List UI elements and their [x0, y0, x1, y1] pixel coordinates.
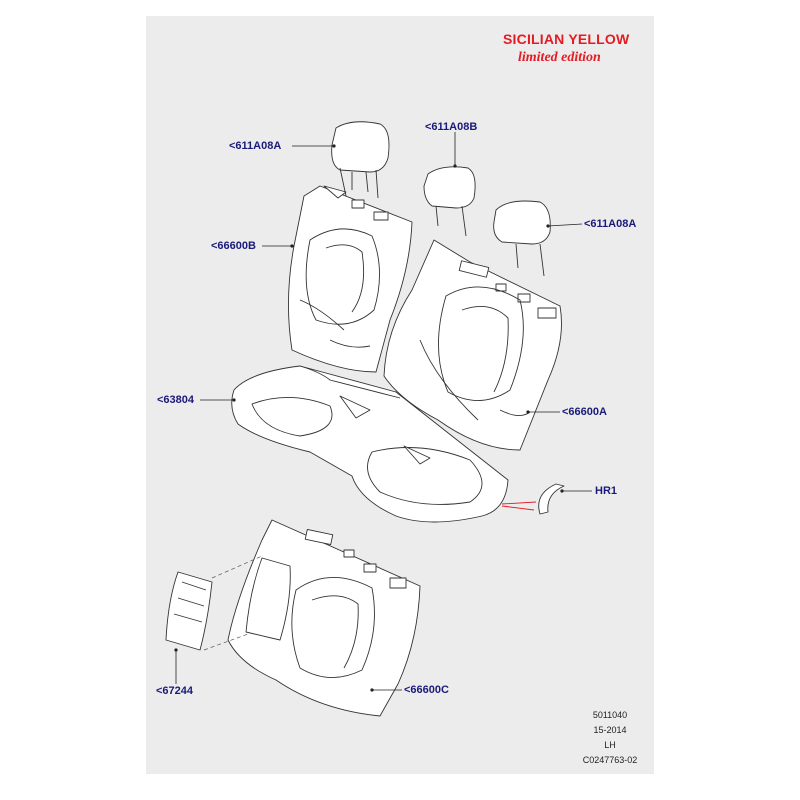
backrest-left-drawing — [287, 185, 413, 373]
reference-side: LH — [604, 740, 616, 750]
callout-headrest-left: <611A08A — [229, 140, 282, 152]
edition-title: SICILIAN YELLOW — [503, 31, 630, 47]
armrest-guide-bottom — [203, 633, 249, 651]
headrest-center-drawing — [423, 166, 476, 237]
reference-date: 15-2014 — [593, 725, 627, 735]
leader-headrest-right — [547, 223, 583, 227]
armrest-drawing — [165, 571, 213, 651]
callout-backrest-center: <66600C — [404, 684, 449, 696]
cushion-drawing — [231, 365, 509, 523]
backrest-center-drawing — [227, 519, 421, 717]
reference-number: 5011040 — [592, 710, 628, 720]
reference-code: C0247763-02 — [582, 755, 638, 765]
callout-headrest-center: <611A08B — [425, 121, 478, 133]
headrest-right-drawing — [493, 200, 551, 277]
callout-headrest-right: <611A08A — [584, 218, 637, 230]
callout-backrest-left: <66600B — [211, 240, 256, 252]
callout-cushion: <63804 — [157, 394, 195, 406]
edition-subtitle: limited edition — [518, 50, 601, 65]
callout-armrest: <67244 — [156, 685, 194, 697]
hook-ring-drawing — [538, 483, 565, 515]
armrest-guide-top — [211, 555, 263, 579]
callout-backrest-right: <66600A — [562, 406, 607, 418]
callout-hook-ring: HR1 — [595, 485, 618, 497]
headrest-left-drawing — [331, 121, 390, 199]
leader-hook-ring-red — [501, 501, 537, 511]
